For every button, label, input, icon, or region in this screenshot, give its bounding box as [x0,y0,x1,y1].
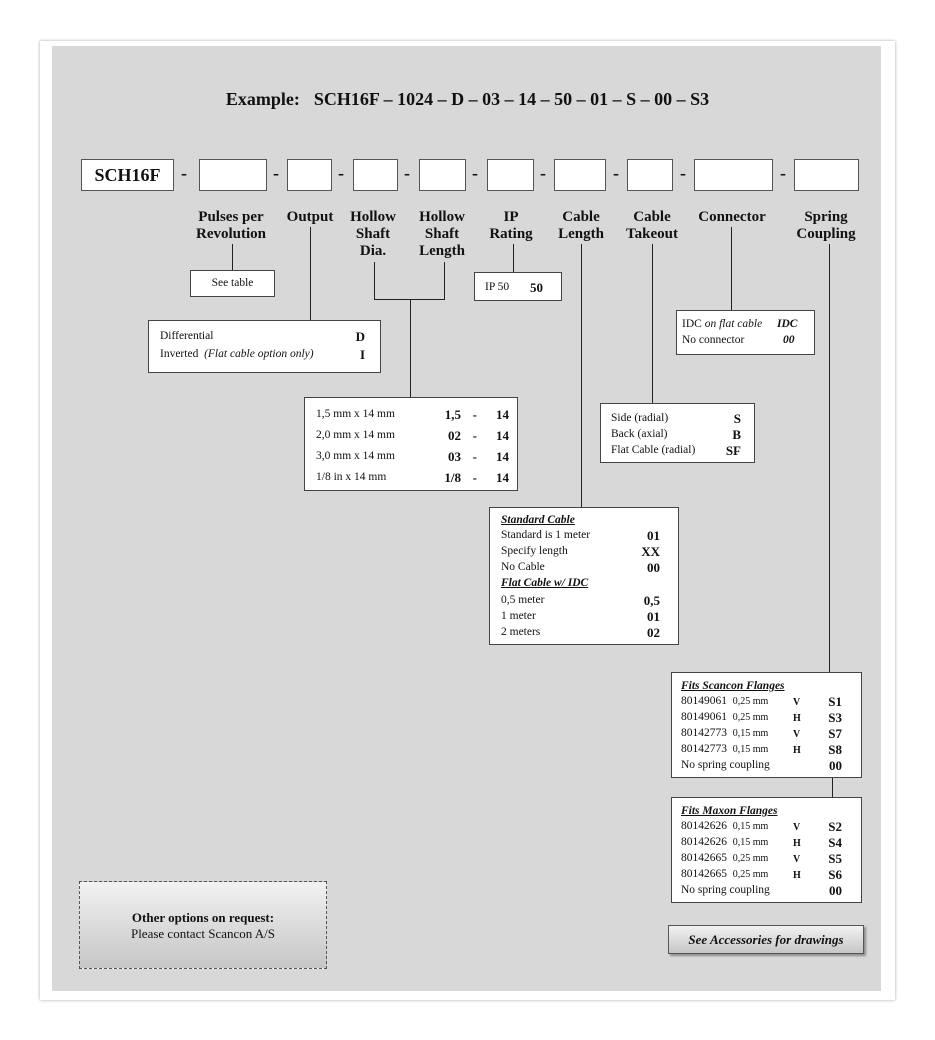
other-options-title: Other options on request: [131,910,275,925]
model-box: SCH16F [81,159,174,191]
other-options-box: Other options on request: Please contact… [79,881,327,969]
ip-box: IP 50 50 [474,272,562,301]
spring-field [794,159,859,191]
pulses-field [199,159,267,191]
example-title: Example: SCH16F – 1024 – D – 03 – 14 – 50… [0,89,935,110]
takeout-options-box: Side (radial) S Back (axial) B Flat Cabl… [600,403,755,463]
example-code: SCH16F – 1024 – D – 03 – 14 – 50 – 01 – … [313,89,710,109]
connector-line [829,244,830,672]
connector-box: IDC on flat cable IDC No connector 00 [676,310,815,355]
shaft-dia-field [353,159,398,191]
other-options-text: Please contact Scancon A/S [130,926,276,941]
see-table-box: See table [190,270,275,297]
header-output: Output [286,209,334,225]
separator: - [680,163,686,183]
connector-line [374,299,445,300]
scancon-flanges-box: Fits Scancon Flanges 80149061 0,25 mm V … [671,672,862,778]
connector-line [731,227,732,310]
connector-line [444,262,445,299]
connector-line [513,244,514,272]
cable-length-field [554,159,606,191]
connector-line [374,262,375,299]
connector-line [410,299,411,397]
connector-line [832,778,833,797]
header-connector: Connector [698,209,766,225]
cable-length-box: Standard Cable Standard is 1 meter 01 Sp… [489,507,679,645]
separator: - [613,163,619,183]
example-label: Example: [225,89,300,109]
maxon-flanges-box: Fits Maxon Flanges 80142626 0,15 mm V S2… [671,797,862,903]
connector-field [694,159,773,191]
shaft-options-box: 1,5 mm x 14 mm 1,5 - 14 2,0 mm x 14 mm 0… [304,397,518,491]
connector-line [581,244,582,507]
cable-takeout-field [627,159,673,191]
accessories-note: See Accessories for drawings [668,925,864,954]
separator: - [181,163,187,183]
ip-field [487,159,534,191]
separator: - [273,163,279,183]
output-field [287,159,332,191]
shaft-length-field [419,159,466,191]
separator: - [780,163,786,183]
connector-line [652,244,653,403]
connector-line [232,244,233,270]
separator: - [472,163,478,183]
separator: - [540,163,546,183]
connector-line [310,227,311,320]
output-options-box: Differential D Inverted (Flat cable opti… [148,320,381,373]
separator: - [404,163,410,183]
separator: - [338,163,344,183]
